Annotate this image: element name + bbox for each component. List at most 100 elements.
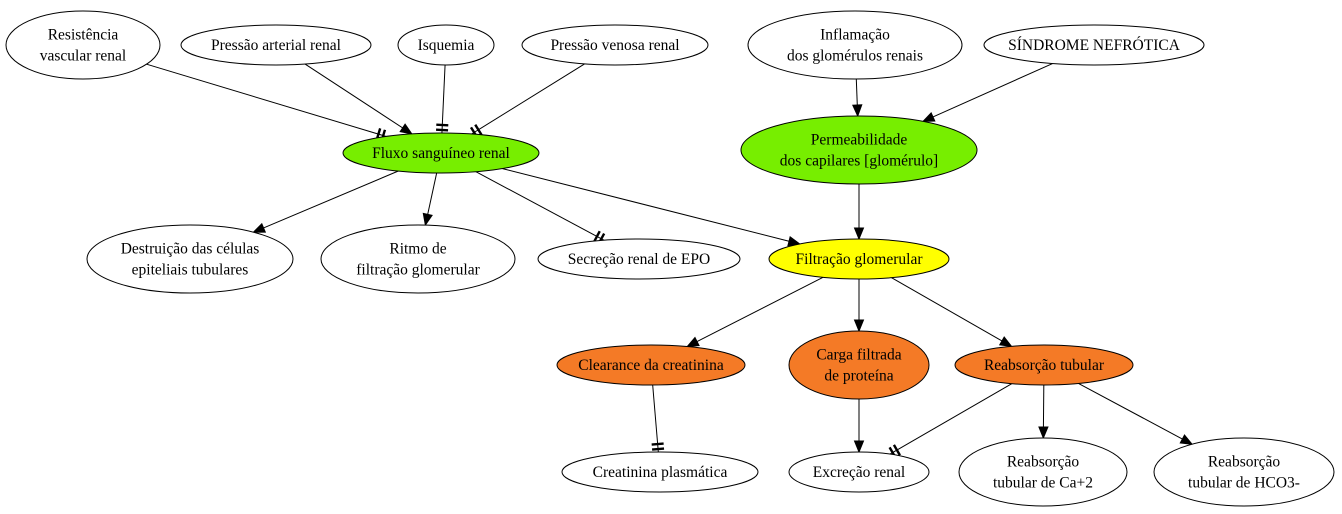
node-ellipse [397, 24, 495, 66]
node-label: Filtração glomerular [796, 251, 924, 268]
inhibition-tee-icon [436, 128, 449, 132]
node-reab-ca: Reabsorção tubular de Ca+2 [958, 437, 1128, 507]
edge-clearance-to-creatinina [651, 384, 665, 453]
node-label: dos capilares [glomérulo] [780, 153, 938, 170]
node-sindrome: SÍNDROME NEFRÓTICA [983, 24, 1205, 66]
arrow-head-icon [852, 104, 863, 118]
edges-layer [146, 63, 1194, 459]
arrow-head-icon [399, 123, 413, 135]
node-ellipse [5, 10, 161, 80]
node-ellipse [768, 238, 950, 280]
node-label: de proteína [824, 368, 893, 385]
edge-line [652, 384, 659, 453]
arrow-head-icon [252, 222, 267, 233]
node-label: epiteliais tubulares [132, 262, 249, 279]
arrow-head-icon [853, 440, 865, 454]
edge-filtracao-to-clearance [686, 276, 824, 348]
node-ellipse [537, 238, 741, 280]
node-label: SÍNDROME NEFRÓTICA [1008, 37, 1181, 54]
edge-filtracao-to-carga [853, 279, 865, 333]
inhibition-tee-icon [593, 230, 601, 243]
node-label: Reabsorção [1208, 454, 1281, 471]
node-ellipse [320, 224, 516, 294]
node-clearance: Clearance da creatinina [556, 344, 746, 386]
node-label: Permeabilidade [811, 132, 908, 149]
node-ellipse [954, 344, 1134, 386]
arrow-head-icon [853, 319, 865, 333]
node-ellipse [740, 115, 978, 185]
node-label: Reabsorção [1007, 454, 1080, 471]
edge-filtracao-to-reabsorcao [891, 277, 1013, 348]
node-destruicao: Destruição das células epiteliais tubular… [86, 224, 294, 294]
edge-reabsorcao-to-reab_ca [1038, 384, 1049, 440]
arrow-head-icon [853, 227, 865, 241]
edge-line [427, 172, 438, 215]
node-reabsorcao: Reabsorção tubular [954, 344, 1134, 386]
node-label: Destruição das células [121, 241, 260, 258]
node-ellipse [788, 330, 930, 400]
edge-reabsorcao-to-reab_hco3 [1078, 382, 1194, 445]
node-label: Excreção renal [813, 464, 906, 481]
node-pressao-venosa: Pressão venosa renal [521, 24, 709, 66]
node-ellipse [747, 10, 963, 80]
inhibition-tee-icon [474, 124, 483, 136]
arrow-head-icon [686, 336, 700, 348]
edge-fluxo-to-secrecao [475, 171, 606, 245]
node-label: tubular de HCO3- [1188, 475, 1300, 492]
node-carga: Carga filtrada de proteína [788, 330, 930, 400]
node-label: Isquemia [418, 37, 475, 54]
node-label: Clearance da creatinina [578, 357, 724, 374]
arrow-head-icon [921, 111, 936, 122]
node-label: Creatinina plasmática [593, 464, 728, 481]
edge-line [263, 170, 399, 229]
node-ellipse [1153, 437, 1335, 507]
arrow-head-icon [998, 336, 1013, 348]
edge-fluxo-to-filtracao [502, 168, 801, 247]
edge-fluxo-to-ritmo [422, 172, 438, 227]
node-ellipse [86, 224, 294, 294]
inhibition-tee-icon [436, 123, 449, 127]
edge-line [475, 171, 605, 241]
node-label: Ritmo de [389, 241, 446, 258]
edge-carga-to-excrecao [853, 399, 865, 454]
inhibition-tee-icon [651, 442, 664, 446]
node-ellipse [561, 451, 759, 493]
node-ellipse [983, 24, 1205, 66]
inhibition-tee-icon [651, 447, 665, 451]
node-ellipse [958, 437, 1128, 507]
node-excrecao: Excreção renal [788, 451, 930, 493]
arrow-head-icon [422, 212, 433, 227]
edge-line [889, 383, 1013, 455]
edge-line [146, 63, 387, 137]
edge-line [932, 63, 1053, 118]
node-ellipse [180, 24, 372, 66]
edge-inflamacao-to-permeabilidade [852, 78, 863, 118]
node-pressao-arterial: Pressão arterial renal [180, 24, 372, 66]
arrow-head-icon [1179, 434, 1194, 445]
node-label: Resistência [48, 27, 119, 44]
node-fluxo: Fluxo sanguíneo renal [342, 132, 540, 174]
arrow-head-icon [1038, 426, 1049, 440]
node-creatinina: Creatinina plasmática [561, 451, 759, 493]
node-ellipse [521, 24, 709, 66]
node-ellipse [556, 344, 746, 386]
edge-sindrome-to-permeabilidade [921, 63, 1053, 122]
edge-pressao_venosa-to-fluxo [469, 63, 585, 139]
edge-fluxo-to-destruicao [252, 170, 399, 233]
node-permeabilidade: Permeabilidade dos capilares [glomérulo] [740, 115, 978, 185]
inhibition-tee-icon [892, 444, 901, 456]
node-filtracao: Filtração glomerular [768, 238, 950, 280]
node-label: Carga filtrada [816, 347, 901, 364]
node-label: Reabsorção tubular [984, 357, 1105, 374]
node-label: Pressão arterial renal [211, 37, 341, 54]
edge-line [1078, 382, 1183, 440]
node-reab-hco3: Reabsorção tubular de HCO3- [1153, 437, 1335, 507]
node-resistencia: Resistência vascular renal [5, 10, 161, 80]
node-label: tubular de Ca+2 [993, 475, 1093, 492]
nodes-layer: Resistência vascular renal Pressão arteria… [5, 10, 1335, 507]
edge-line [696, 276, 824, 342]
node-label: vascular renal [40, 48, 127, 65]
